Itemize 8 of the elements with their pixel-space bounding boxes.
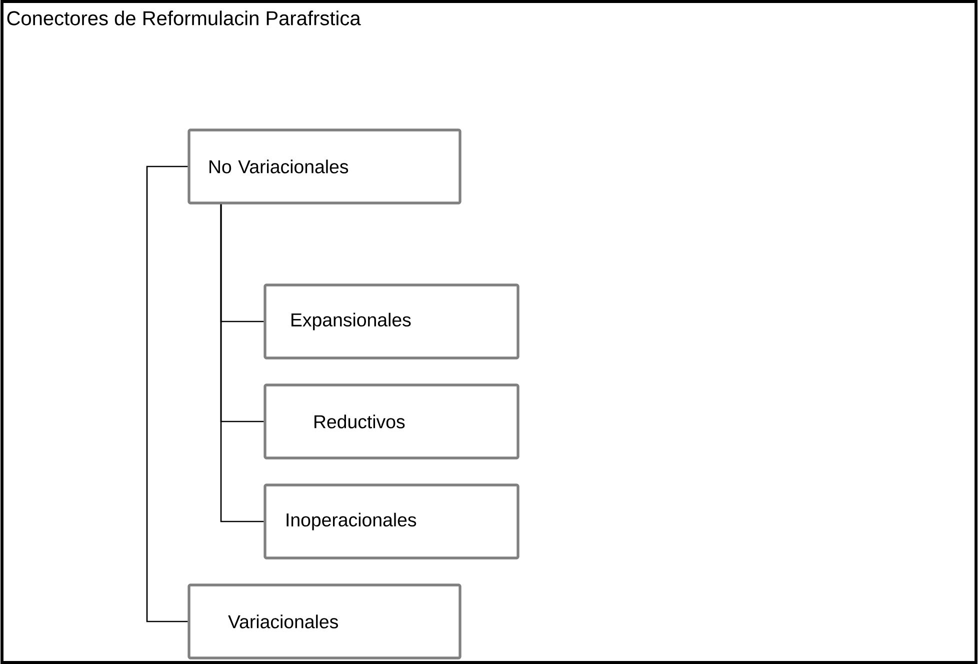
category-box: No Variacionales [188, 128, 462, 204]
category-box: Expansionales [264, 284, 520, 360]
connector-line [220, 204, 264, 522]
category-box: Variacionales [188, 584, 462, 660]
category-box: Reductivos [264, 384, 520, 460]
title: Conectores de Reformulacin Parafrstica [7, 10, 361, 26]
category-box: Inoperacionales [264, 484, 520, 560]
connector-line [146, 166, 188, 622]
